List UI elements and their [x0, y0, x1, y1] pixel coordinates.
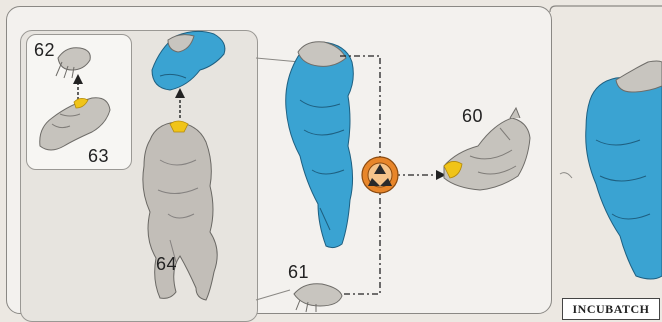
glue-symbol-icon	[362, 157, 398, 193]
part-63-arm	[40, 98, 110, 150]
arrow-to-62	[73, 74, 83, 100]
blue-head-part	[152, 31, 225, 90]
part-64-body	[143, 121, 217, 300]
part-number-60: 60	[462, 106, 483, 127]
part-number-61: 61	[288, 262, 309, 283]
part-number-63: 63	[88, 146, 109, 167]
part-number-62: 62	[34, 40, 55, 61]
part-60-piece	[444, 108, 530, 190]
part-number-64: 64	[156, 254, 177, 275]
part-61-hand	[294, 284, 342, 312]
blue-figure-assembled	[286, 42, 354, 248]
arrow-to-head	[175, 88, 185, 118]
brand-label: INCUBATCH	[562, 298, 660, 320]
blue-figure-next-step	[586, 61, 662, 279]
part-62-hand	[56, 48, 90, 78]
